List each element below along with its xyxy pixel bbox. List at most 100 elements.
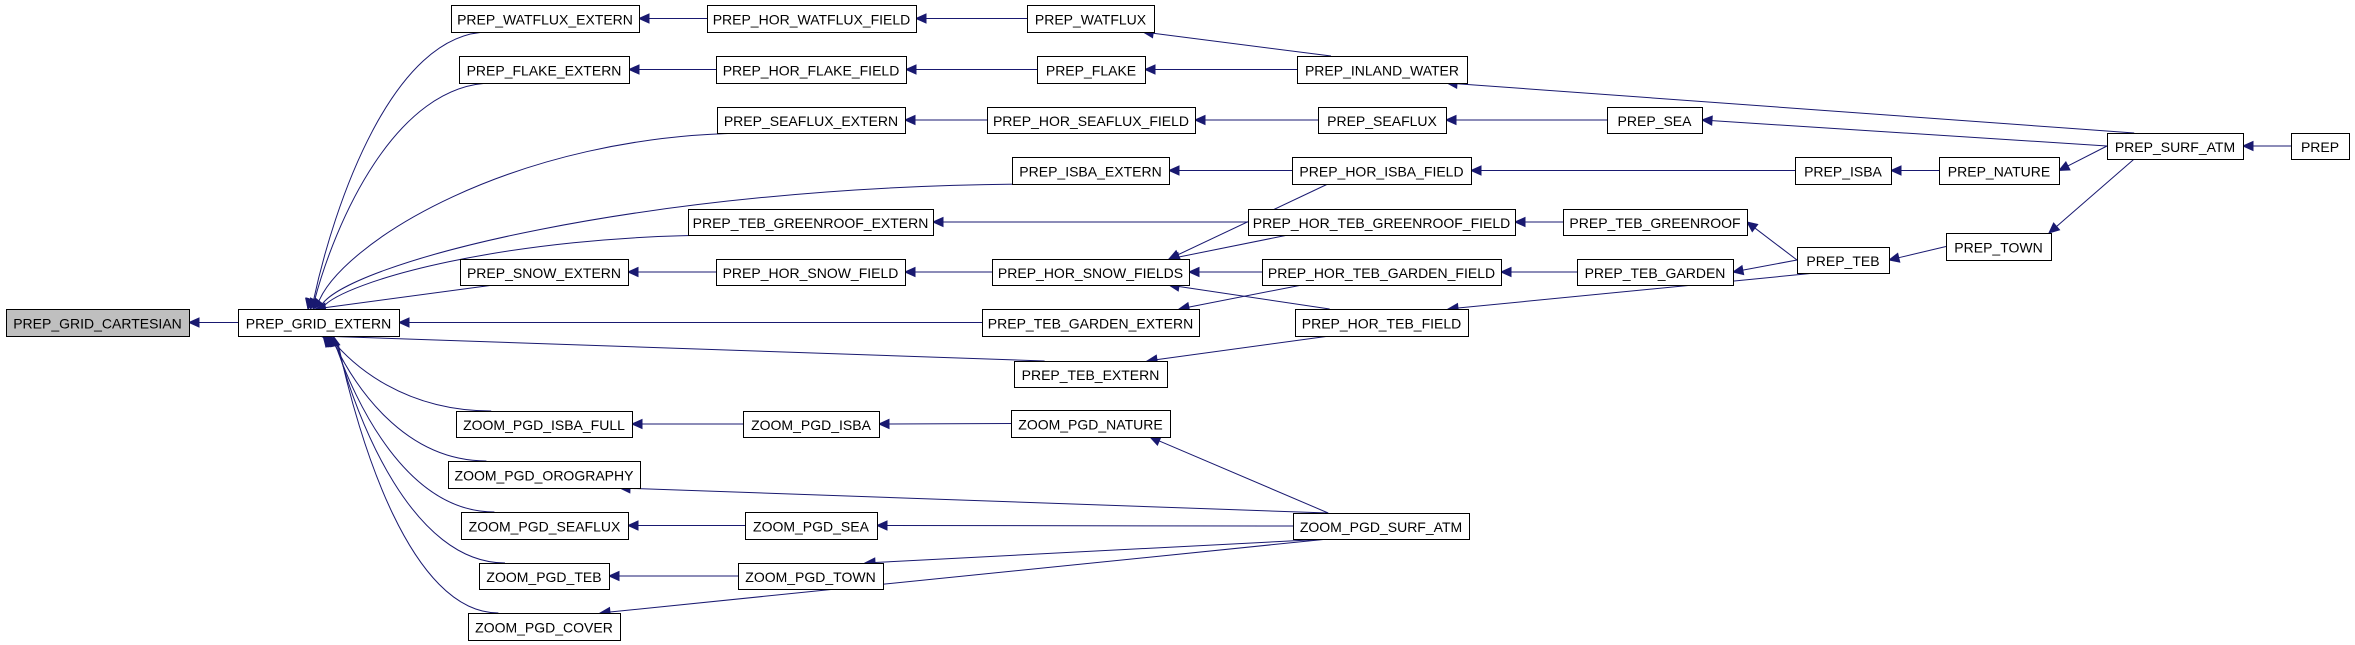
arrowhead-icon — [1746, 221, 1759, 233]
arrowhead-icon — [1889, 165, 1902, 176]
node-box — [1563, 209, 1748, 236]
arrowhead-icon — [1193, 114, 1206, 126]
node-box — [479, 563, 610, 590]
edge-prep-inland-water-to-prep-flake — [1143, 64, 1297, 75]
node-prep-teb[interactable]: PREP_TEB — [1797, 247, 1890, 274]
node-prep-watflux-extern[interactable]: PREP_WATFLUX_EXTERN — [451, 5, 640, 33]
edge-prep-surf-atm-to-prep-inland-water — [1445, 78, 2135, 134]
node-label: ZOOM_PGD_NATURE — [1018, 417, 1162, 433]
edge-prep-seaflux-to-prep-hor-seaflux-field — [1193, 114, 1318, 126]
edge-prep-teb-greenroof-extern-to-prep-grid-extern — [312, 234, 729, 310]
edge-line — [1456, 83, 2135, 134]
edge-line — [1159, 440, 1329, 514]
node-prep-hor-flake-field[interactable]: PREP_HOR_FLAKE_FIELD — [716, 56, 907, 84]
edges-layer — [187, 13, 2291, 618]
node-prep-teb-greenroof-extern[interactable]: PREP_TEB_GREENROOF_EXTERN — [688, 209, 934, 236]
node-prep-snow-extern[interactable]: PREP_SNOW_EXTERN — [460, 259, 629, 286]
node-prep-teb-extern[interactable]: PREP_TEB_EXTERN — [1014, 361, 1168, 388]
node-prep-surf-atm[interactable]: PREP_SURF_ATM — [2107, 133, 2244, 160]
node-prep-hor-seaflux-field[interactable]: PREP_HOR_SEAFLUX_FIELD — [987, 107, 1196, 134]
arrowhead-icon — [1148, 436, 1162, 446]
node-label: PREP_SURF_ATM — [2115, 139, 2235, 155]
node-prep-isba-extern[interactable]: PREP_ISBA_EXTERN — [1012, 157, 1170, 185]
edge-prep-hor-isba-field-to-prep-isba-extern — [1167, 165, 1292, 176]
node-prep-sea[interactable]: PREP_SEA — [1607, 107, 1703, 134]
arrowhead-icon — [2241, 140, 2254, 152]
node-prep-hor-snow-field[interactable]: PREP_HOR_SNOW_FIELD — [716, 259, 906, 286]
node-prep-grid-extern[interactable]: PREP_GRID_EXTERN — [238, 309, 400, 337]
arrowhead-icon — [627, 64, 640, 75]
node-zoom-pgd-isba-full[interactable]: ZOOM_PGD_ISBA_FULL — [456, 411, 633, 438]
node-label: ZOOM_PGD_SURF_ATM — [1300, 519, 1462, 535]
node-prep-nature[interactable]: PREP_NATURE — [1939, 157, 2060, 185]
node-zoom-pgd-nature[interactable]: ZOOM_PGD_NATURE — [1011, 410, 1171, 438]
node-prep-hor-teb-greenroof-field[interactable]: PREP_HOR_TEB_GREENROOF_FIELD — [1248, 209, 1516, 236]
node-prep-seaflux[interactable]: PREP_SEAFLUX — [1318, 107, 1447, 134]
node-label: PREP_HOR_TEB_GARDEN_FIELD — [1268, 265, 1495, 281]
node-label: PREP_SNOW_EXTERN — [467, 265, 621, 281]
edge-zoom-pgd-surf-atm-to-zoom-pgd-sea — [875, 520, 1294, 531]
node-zoom-pgd-surf-atm[interactable]: ZOOM_PGD_SURF_ATM — [1293, 513, 1470, 540]
node-prep-isba[interactable]: PREP_ISBA — [1795, 157, 1892, 185]
edge-line — [331, 339, 492, 412]
node-prep-flake[interactable]: PREP_FLAKE — [1037, 56, 1146, 84]
node-prep-hor-teb-field[interactable]: PREP_HOR_TEB_FIELD — [1295, 309, 1469, 337]
node-prep-hor-watflux-field[interactable]: PREP_HOR_WATFLUX_FIELD — [707, 5, 917, 33]
arrowhead-icon — [903, 114, 916, 126]
node-prep-flake-extern[interactable]: PREP_FLAKE_EXTERN — [459, 56, 630, 84]
node-label: ZOOM_PGD_TEB — [486, 569, 601, 585]
node-label: PREP — [2301, 139, 2339, 155]
edge-prep-isba-to-prep-hor-isba-field — [1469, 165, 1795, 176]
edge-prep-teb-extern-to-prep-grid-extern — [319, 331, 1045, 362]
node-zoom-pgd-orography[interactable]: ZOOM_PGD_OROGRAPHY — [448, 461, 641, 489]
node-prep-grid-cartesian[interactable]: PREP_GRID_CARTESIAN — [6, 309, 190, 337]
edge-prep-surf-atm-to-prep-sea — [1700, 115, 2108, 147]
node-prep[interactable]: PREP — [2291, 133, 2350, 160]
node-prep-teb-greenroof[interactable]: PREP_TEB_GREENROOF — [1563, 209, 1748, 236]
node-box — [1262, 259, 1502, 286]
nodes-layer: PREP_GRID_CARTESIAN PREP_GRID_EXTERN PREP_… — [6, 5, 2350, 641]
node-zoom-pgd-isba[interactable]: ZOOM_PGD_ISBA — [743, 411, 880, 438]
node-zoom-pgd-teb[interactable]: ZOOM_PGD_TEB — [479, 563, 610, 590]
edge-line — [2067, 145, 2108, 167]
arrowhead-icon — [637, 13, 650, 24]
node-box — [1027, 5, 1155, 33]
edge-line — [337, 344, 499, 614]
node-label: PREP_TEB_GREENROOF_EXTERN — [693, 215, 929, 231]
node-box — [1946, 233, 2052, 261]
arrowhead-icon — [1700, 115, 1713, 126]
node-prep-town[interactable]: PREP_TOWN — [1946, 233, 2052, 261]
arrowhead-icon — [903, 266, 916, 278]
node-prep-hor-isba-field[interactable]: PREP_HOR_ISBA_FIELD — [1292, 157, 1472, 185]
edge-zoom-pgd-cover-to-prep-grid-extern — [330, 334, 499, 614]
node-zoom-pgd-sea[interactable]: ZOOM_PGD_SEA — [745, 512, 878, 540]
node-label: PREP_HOR_SNOW_FIELDS — [998, 265, 1183, 281]
node-label: PREP_FLAKE_EXTERN — [467, 63, 622, 79]
node-box — [743, 411, 880, 438]
node-zoom-pgd-town[interactable]: ZOOM_PGD_TOWN — [738, 563, 884, 590]
node-prep-seaflux-extern[interactable]: PREP_SEAFLUX_EXTERN — [717, 107, 906, 134]
node-box — [6, 309, 190, 337]
node-zoom-pgd-cover[interactable]: ZOOM_PGD_COVER — [468, 613, 621, 641]
arrowhead-icon — [877, 418, 890, 430]
node-prep-watflux[interactable]: PREP_WATFLUX — [1027, 5, 1155, 33]
node-box — [1797, 247, 1890, 274]
node-zoom-pgd-seaflux[interactable]: ZOOM_PGD_SEAFLUX — [461, 512, 629, 540]
edge-zoom-pgd-surf-atm-to-zoom-pgd-cover — [598, 538, 1329, 618]
edge-line — [312, 31, 489, 301]
edge-prep-hor-teb-field-to-prep-teb-extern — [1145, 335, 1330, 365]
node-prep-teb-garden-extern[interactable]: PREP_TEB_GARDEN_EXTERN — [982, 309, 1200, 337]
edge-prep-hor-teb-garden-field-to-prep-hor-snow-fields — [1187, 266, 1262, 278]
node-label: PREP_TEB_GREENROOF — [1569, 215, 1740, 231]
node-box — [716, 56, 907, 84]
node-prep-hor-teb-garden-field[interactable]: PREP_HOR_TEB_GARDEN_FIELD — [1262, 259, 1502, 286]
node-box — [707, 5, 917, 33]
node-box — [1795, 157, 1892, 185]
node-prep-hor-snow-fields[interactable]: PREP_HOR_SNOW_FIELDS — [992, 259, 1190, 286]
node-prep-teb-garden[interactable]: PREP_TEB_GARDEN — [1577, 259, 1734, 286]
edge-prep-hor-watflux-field-to-prep-watflux-extern — [637, 13, 707, 24]
node-box — [461, 512, 629, 540]
node-prep-inland-water[interactable]: PREP_INLAND_WATER — [1297, 56, 1468, 84]
node-label: PREP_HOR_WATFLUX_FIELD — [713, 12, 911, 28]
node-box — [716, 259, 906, 286]
